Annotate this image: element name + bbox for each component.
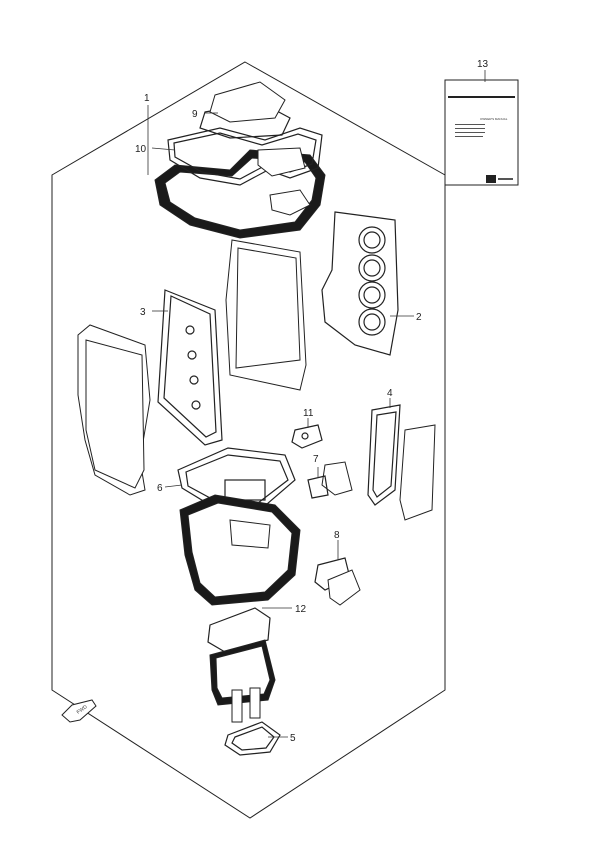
callout-3: 3 <box>140 307 146 318</box>
callout-6: 6 <box>157 483 163 494</box>
callout-11: 11 <box>303 408 314 419</box>
gasket-11 <box>291 424 323 449</box>
callout-12: 12 <box>295 604 307 615</box>
callout-5: 5 <box>290 733 296 744</box>
gasket-12 <box>207 607 271 653</box>
callout-10: 10 <box>135 144 147 155</box>
gasket-5 <box>224 721 281 756</box>
callout-7: 7 <box>313 454 319 465</box>
side-cover-right-part <box>399 424 436 521</box>
valve-cover-gasket-10 <box>167 127 323 186</box>
owners-manual-13: OWNER'S MANUAL <box>444 79 519 186</box>
oil-pan-part <box>179 494 301 606</box>
cylinder-block-part <box>225 239 307 391</box>
callout-13: 13 <box>477 59 489 70</box>
callout-2: 2 <box>416 312 422 323</box>
callout-8: 8 <box>334 530 340 541</box>
gasket-4 <box>367 404 401 506</box>
fwd-label: FWD <box>76 704 89 716</box>
head-cover-group <box>154 81 326 239</box>
callout-4: 4 <box>387 388 393 399</box>
callout-1: 1 <box>144 93 150 104</box>
thermostat-part-7 <box>321 461 353 496</box>
head-gasket-2 <box>321 211 399 356</box>
lower-housing-part <box>209 639 276 723</box>
gasket-3 <box>157 289 223 446</box>
callout-9: 9 <box>192 109 198 120</box>
fwd-arrow-icon: FWD <box>61 699 97 723</box>
manual-title: OWNER'S MANUAL <box>480 117 508 121</box>
